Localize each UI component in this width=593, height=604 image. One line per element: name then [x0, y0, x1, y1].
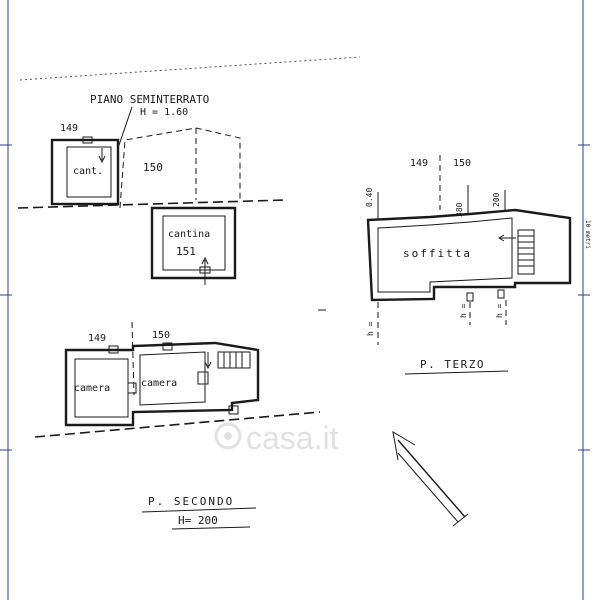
- second-parcel-149: 149: [88, 333, 106, 344]
- second-floor-outline: [64, 341, 260, 427]
- third-floor-plan: 149 150 0.40 380 200 soffitta h =: [365, 155, 572, 375]
- second-floor-plan: 149 150 camera camera P. SECONDO H= 200: [34, 321, 321, 530]
- parcel-divider-second: [131, 321, 135, 396]
- watermark: casa.it: [214, 420, 339, 456]
- basement-parcel-149: 149: [60, 123, 78, 134]
- room-cantina-outline: [150, 206, 237, 280]
- h-label-c: h =: [495, 303, 504, 318]
- stairs-second: [204, 351, 251, 370]
- room-camera-left-label: camera: [74, 383, 110, 394]
- basement-leader-line: [117, 106, 133, 149]
- third-title-underline: [404, 370, 509, 375]
- second-floor-title: P. SECONDO: [148, 495, 234, 508]
- room-soffitta-inner: [377, 217, 513, 293]
- second-title-underline: [141, 507, 257, 513]
- second-parcel-150: 150: [152, 330, 170, 341]
- room-camera-right-label: camera: [141, 378, 177, 389]
- room-cant-outline: [50, 138, 120, 206]
- watermark-logo-icon: [214, 422, 242, 450]
- room-cantina-inner: [162, 215, 226, 271]
- room-soffitta-outline: [366, 208, 572, 302]
- room-soffitta-label: soffitta: [403, 247, 472, 260]
- north-arrow: [392, 431, 469, 527]
- second-floor-height: H= 200: [178, 514, 218, 527]
- basement-parcel-150: 150: [143, 161, 163, 174]
- room-cant-label: cant.: [73, 166, 103, 177]
- dim-380: 380: [455, 202, 464, 217]
- room-camera-right-inner: [139, 351, 206, 406]
- cantina-parcel-151: 151: [176, 245, 196, 258]
- second-ground-line: [34, 411, 321, 438]
- parcel-150-outline: [119, 127, 241, 209]
- basement-plan: PIANO SEMINTERRATO H = 1.60 149 150 cant…: [17, 93, 286, 285]
- h-label-b: h =: [459, 303, 468, 318]
- dim-200: 200: [492, 192, 501, 207]
- stairs-third: [498, 229, 535, 275]
- watermark-text: casa.it: [246, 420, 339, 456]
- third-parcel-150: 150: [453, 158, 471, 169]
- third-floor-title: P. TERZO: [420, 358, 485, 371]
- door-cant: [82, 136, 93, 144]
- h-label-a: h =: [366, 321, 375, 336]
- scale-label: 10 metri: [584, 220, 591, 249]
- basement-title: PIANO SEMINTERRATO: [90, 93, 209, 106]
- dim-040: 0.40: [365, 188, 374, 207]
- basement-height: H = 1.60: [140, 107, 188, 118]
- room-cant-inner: [66, 146, 112, 198]
- room-cantina-label: cantina: [168, 229, 210, 240]
- boundary-line-top: [19, 56, 361, 81]
- third-parcel-149: 149: [410, 158, 428, 169]
